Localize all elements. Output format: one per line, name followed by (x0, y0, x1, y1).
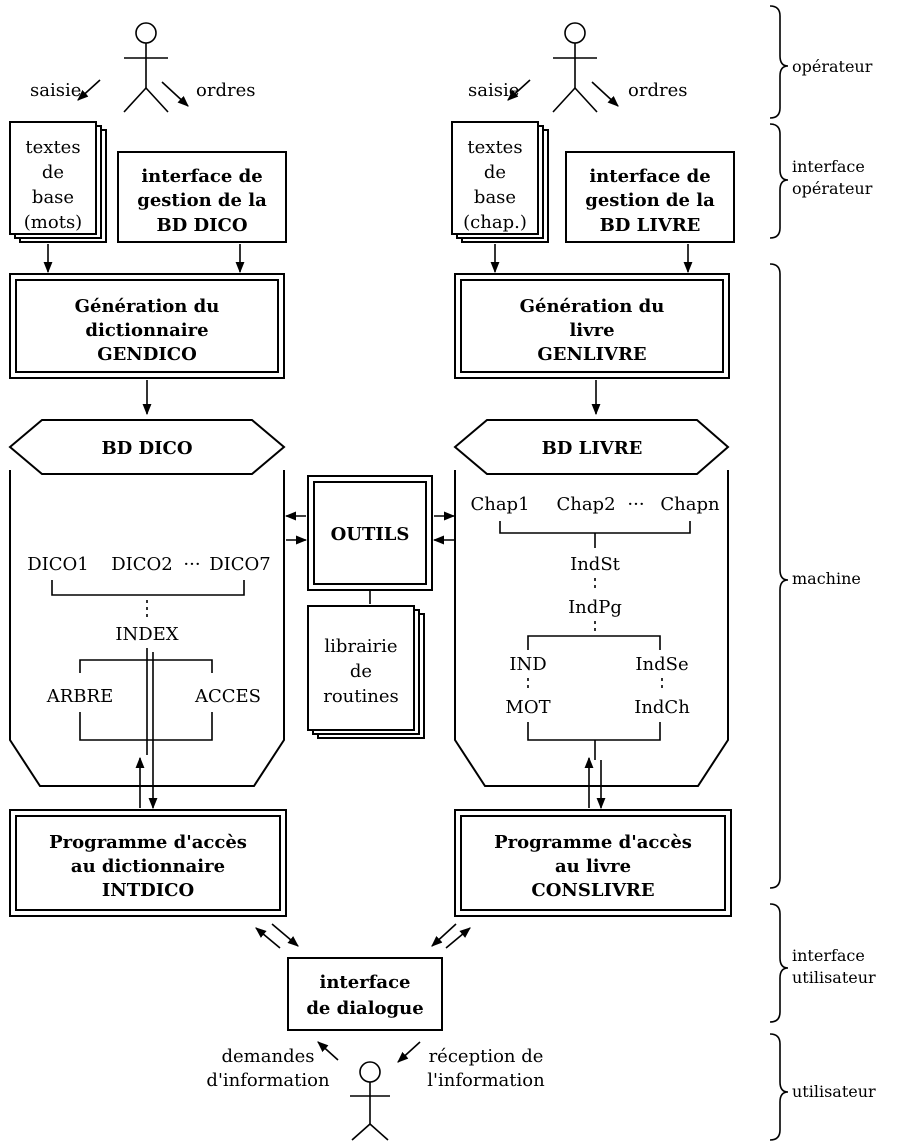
svg-text:Programme d'accès: Programme d'accès (494, 832, 692, 853)
dico7-label: DICO7 (209, 554, 271, 575)
generation-gendico-box: Génération du dictionnaire GENDICO (9, 273, 285, 379)
svg-text:gestion de la: gestion de la (585, 190, 715, 211)
svg-text:interface de: interface de (141, 166, 262, 187)
layer-interface-operateur: opérateur (792, 179, 873, 198)
dico2-label: DICO2 (111, 554, 173, 575)
svg-text:Génération du: Génération du (75, 296, 220, 317)
ordres-arrow-left (161, 81, 189, 107)
layer-braces (769, 5, 789, 1141)
generation-genlivre-box: Génération du livre GENLIVRE (454, 273, 730, 379)
base-texts-line: (mots) (24, 212, 82, 233)
saisie-arrow-right (507, 79, 531, 101)
outils-box: OUTILS (307, 475, 433, 591)
bd-dico-database: BD DICO DICO1 DICO2 ··· DICO7 INDEX ARBR… (8, 419, 286, 787)
arrow-dialogue-to-user (397, 1041, 421, 1063)
base-texts-line: base (474, 187, 516, 208)
svg-text:de: de (350, 661, 372, 682)
layer-operateur: opérateur (792, 57, 873, 76)
ordres-label-left: ordres (196, 80, 255, 101)
svg-text:Génération du: Génération du (520, 296, 665, 317)
routines-library-stack: librairie de routines (307, 605, 425, 739)
arrow-user-to-dialogue (317, 1041, 339, 1061)
svg-text:de dialogue: de dialogue (306, 998, 423, 1019)
user-figure (350, 1061, 390, 1141)
base-texts-stack-right: textes de base (chap.) (451, 121, 549, 243)
ordres-arrow-right (591, 81, 619, 107)
reception-label: réception de (429, 1046, 544, 1067)
saisie-arrow-left (77, 79, 101, 101)
layer-interface-utilisateur: utilisateur (792, 968, 876, 987)
acces-label: ACCES (194, 686, 261, 707)
program-conslivre-box: Programme d'accès au livre CONSLIVRE (454, 809, 732, 917)
layer-utilisateur: utilisateur (792, 1082, 876, 1101)
svg-text:au dictionnaire: au dictionnaire (71, 856, 225, 877)
bd-livre-database: BD LIVRE Chap1 Chap2 ··· Chapn IndSt Ind… (453, 419, 730, 787)
arbre-label: ARBRE (46, 686, 113, 707)
svg-text:dictionnaire: dictionnaire (85, 320, 208, 341)
bd-livre-title: BD LIVRE (542, 438, 643, 459)
svg-text:Programme d'accès: Programme d'accès (49, 832, 247, 853)
svg-text:interface de: interface de (589, 166, 710, 187)
layer-machine: machine (792, 569, 861, 588)
ordres-label-right: ordres (628, 80, 687, 101)
svg-text:GENDICO: GENDICO (97, 344, 197, 365)
svg-text:librairie: librairie (324, 636, 397, 657)
base-texts-line: de (42, 162, 64, 183)
demandes-label: demandes (222, 1046, 315, 1067)
saisie-label-left: saisie (30, 80, 81, 101)
base-texts-line: de (484, 162, 506, 183)
chap1-label: Chap1 (470, 494, 529, 515)
operator-figure-left (123, 22, 169, 113)
arrow-conslivre-to-dialogue (431, 923, 457, 947)
svg-text:BD LIVRE: BD LIVRE (600, 215, 701, 236)
svg-text:gestion de la: gestion de la (137, 190, 267, 211)
indse-label: IndSe (635, 654, 688, 675)
chap-ellipsis: ··· (627, 494, 644, 515)
base-texts-line: (chap.) (463, 212, 527, 233)
bd-dico-title: BD DICO (101, 438, 192, 459)
svg-text:livre: livre (569, 320, 614, 341)
indpg-label: IndPg (568, 597, 622, 618)
svg-text:INTDICO: INTDICO (102, 880, 194, 901)
demandes-label: d'information (206, 1070, 330, 1091)
svg-text:OUTILS: OUTILS (331, 524, 410, 545)
base-texts-stack-left: textes de base (mots) (9, 121, 107, 243)
arrow-dialogue-to-conslivre (445, 927, 471, 949)
layer-interface-operateur: interface (792, 157, 865, 176)
operator-figure-right (552, 22, 598, 113)
base-texts-line: textes (25, 137, 80, 158)
chapn-label: Chapn (660, 494, 720, 515)
interface-gestion-bd-livre: interface de gestion de la BD LIVRE (565, 151, 735, 243)
chap2-label: Chap2 (556, 494, 615, 515)
interface-dialogue-box: interface de dialogue (287, 957, 443, 1031)
program-intdico-box: Programme d'accès au dictionnaire INTDIC… (9, 809, 287, 917)
interface-gestion-bd-dico: interface de gestion de la BD DICO (117, 151, 287, 243)
arrow-dialogue-to-intdico (255, 927, 281, 949)
svg-text:BD DICO: BD DICO (156, 215, 247, 236)
arrow-intdico-to-dialogue (271, 923, 299, 947)
svg-text:routines: routines (323, 686, 399, 707)
base-texts-line: base (32, 187, 74, 208)
indch-label: IndCh (634, 697, 690, 718)
svg-text:GENLIVRE: GENLIVRE (537, 344, 646, 365)
svg-text:interface: interface (320, 972, 411, 993)
svg-text:CONSLIVRE: CONSLIVRE (531, 880, 654, 901)
dico-ellipsis: ··· (183, 554, 200, 575)
svg-text:au livre: au livre (555, 856, 631, 877)
ind-label: IND (509, 654, 546, 675)
reception-label: l'information (427, 1070, 545, 1091)
layer-interface-utilisateur: interface (792, 946, 865, 965)
dico1-label: DICO1 (27, 554, 89, 575)
saisie-label-right: saisie (468, 80, 519, 101)
mot-label: MOT (505, 697, 550, 718)
indst-label: IndSt (570, 554, 621, 575)
index-label: INDEX (115, 624, 178, 645)
base-texts-line: textes (467, 137, 522, 158)
